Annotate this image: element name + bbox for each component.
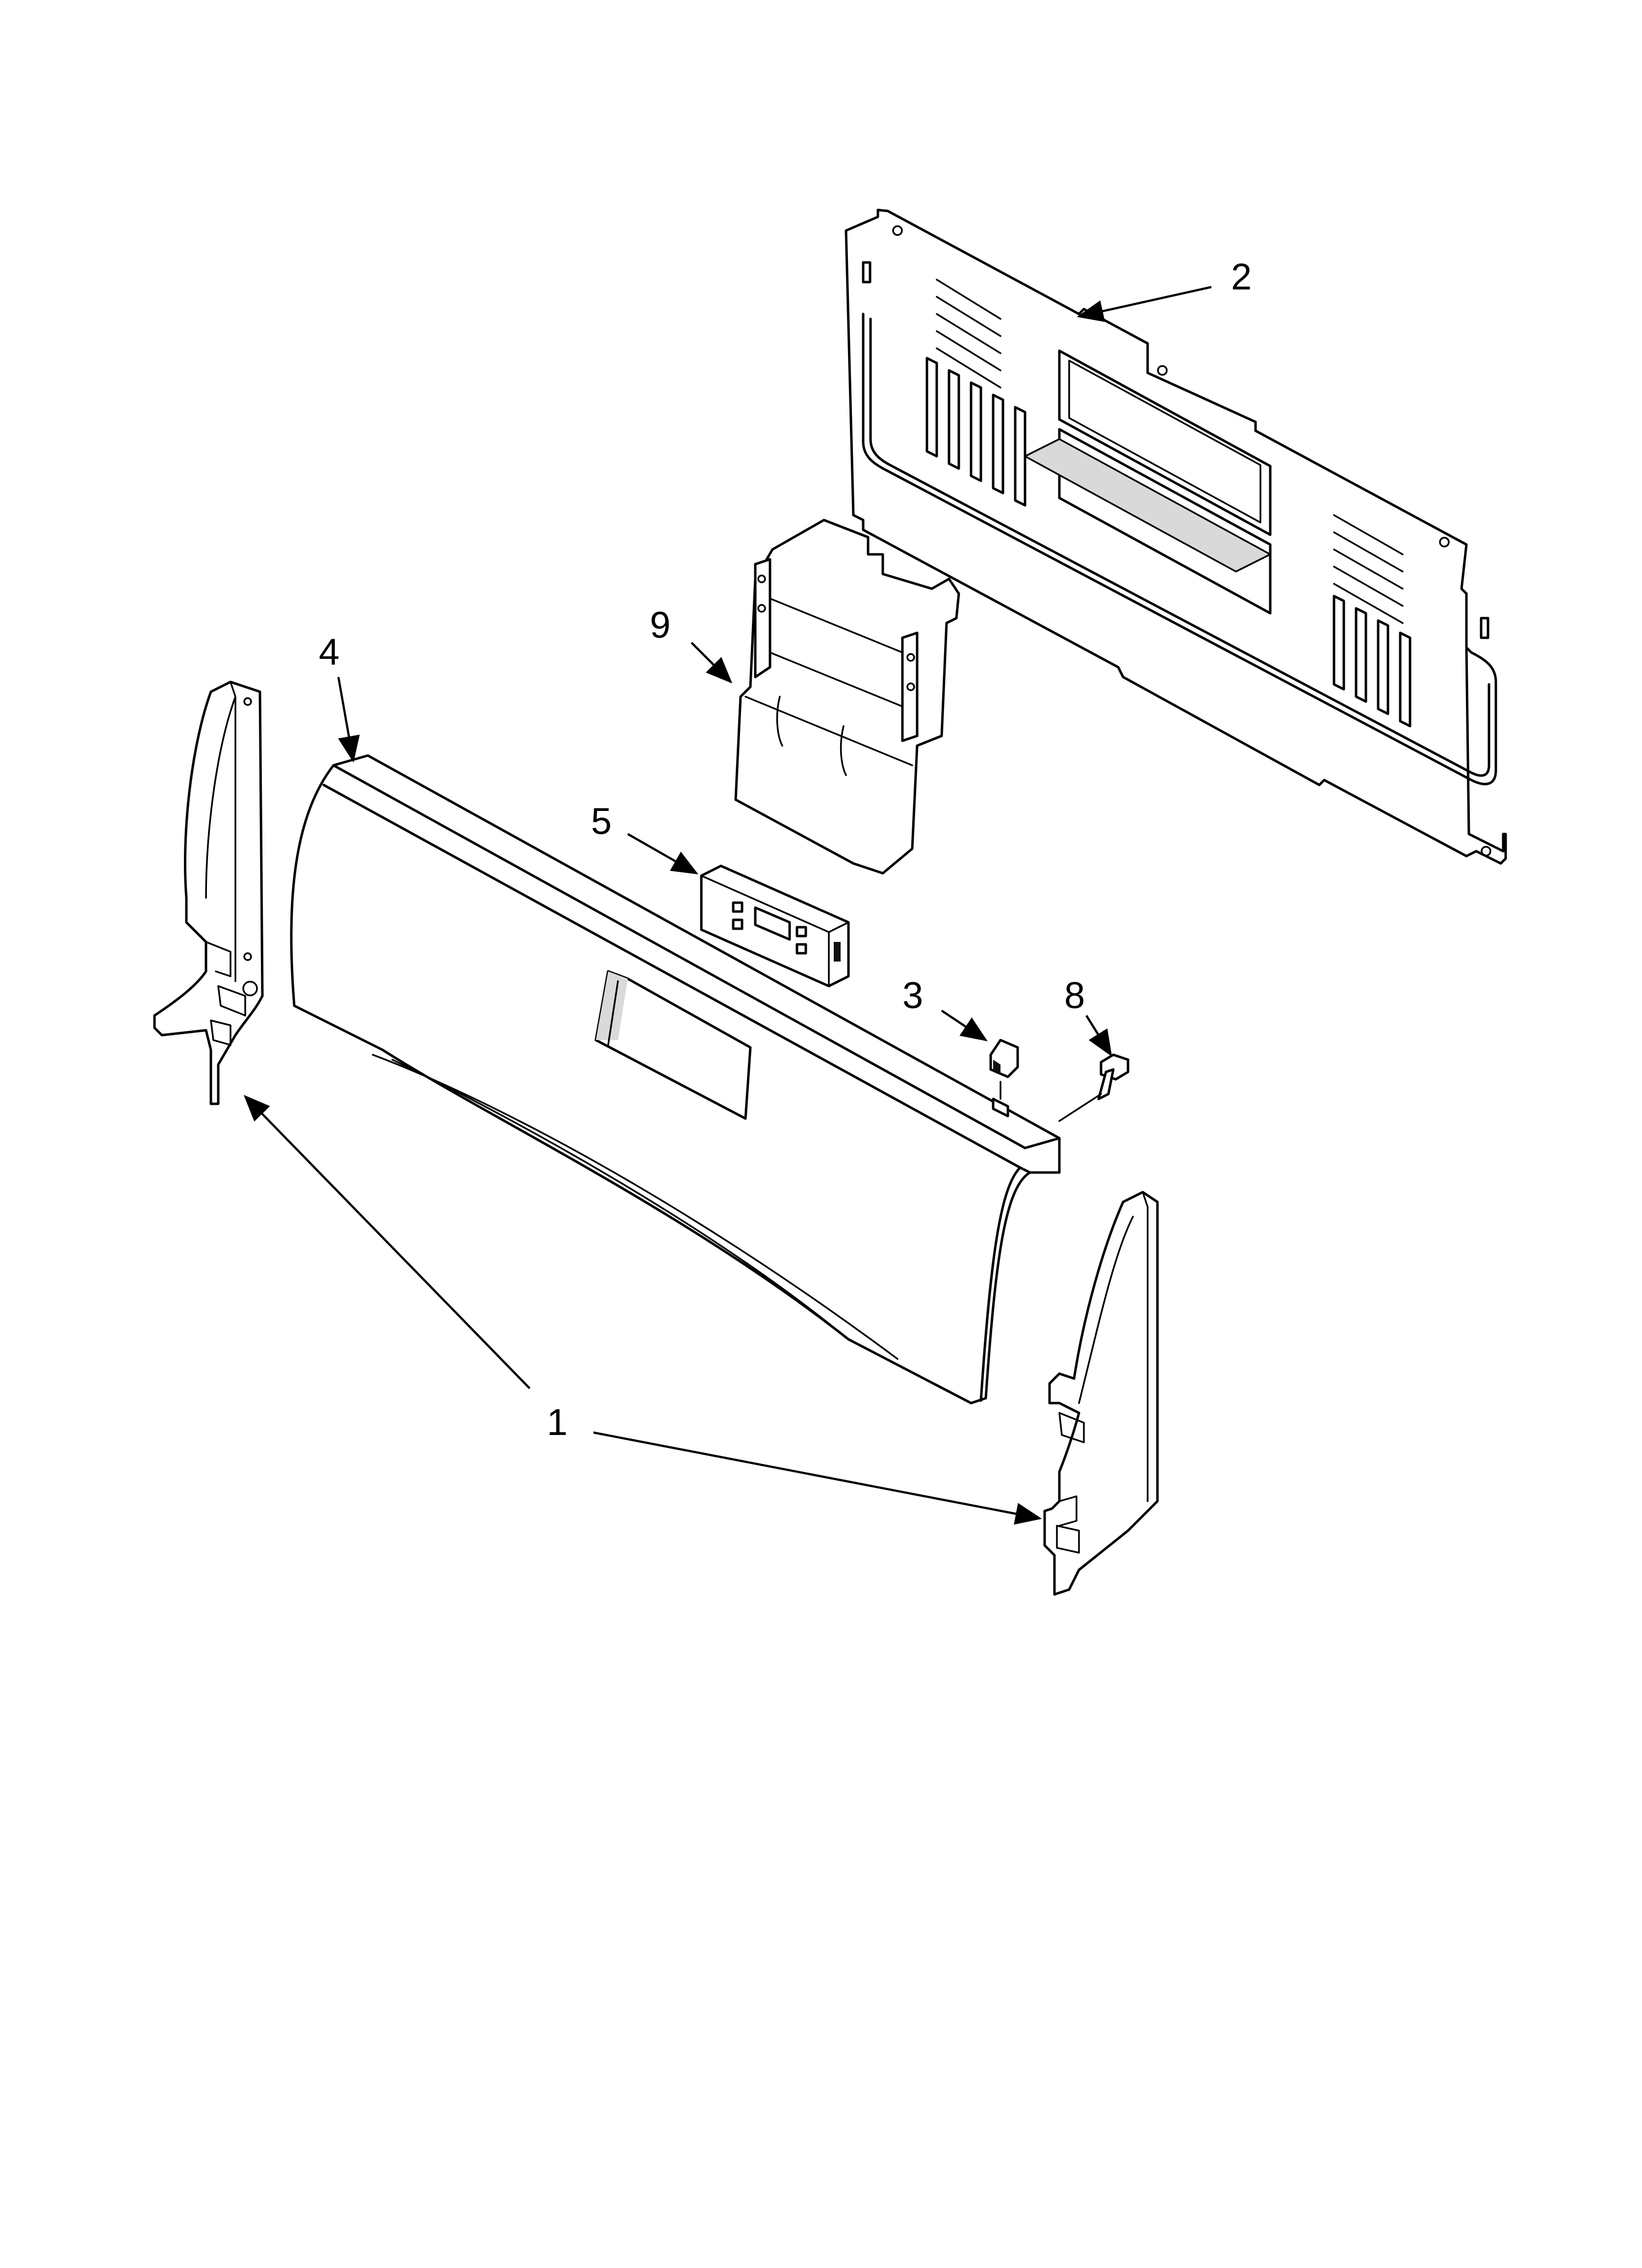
slot-group-right	[1333, 595, 1411, 728]
callout-3: 3	[902, 975, 923, 1017]
leader-1-left	[243, 1095, 531, 1389]
callout-5: 5	[591, 801, 612, 842]
leader-5	[627, 833, 698, 875]
leader-4	[337, 677, 360, 763]
part-3-switch	[989, 1039, 1019, 1100]
part-1-right-end-cap	[1043, 1191, 1159, 1596]
leader-8	[1085, 1015, 1112, 1057]
callout-9: 9	[650, 604, 670, 646]
slot-group-left	[925, 357, 1026, 507]
callout-2: 2	[1231, 256, 1252, 298]
part-9-bracket	[734, 519, 960, 875]
part-2-rear-panel	[845, 209, 1507, 865]
leader-9	[691, 642, 733, 684]
leader-1-right	[593, 1431, 1042, 1525]
callout-4: 4	[319, 631, 339, 673]
part-8-screw	[1058, 1053, 1129, 1122]
part-1-left-end-cap	[153, 680, 264, 1105]
leader-lines	[243, 286, 1212, 1525]
louvre-group-upper-right	[1333, 514, 1404, 624]
callout-8: 8	[1064, 975, 1085, 1017]
leader-3	[941, 1010, 988, 1042]
louvre-group-upper-left	[936, 279, 1001, 389]
callout-1: 1	[547, 1402, 567, 1443]
part-4-backguard	[290, 754, 1061, 1405]
part-5-control-module	[700, 864, 850, 988]
callout-labels: 2 9 4 5 3 8 1	[319, 256, 1252, 1443]
leader-2	[1077, 286, 1212, 322]
centre-window-opening	[1024, 349, 1272, 615]
